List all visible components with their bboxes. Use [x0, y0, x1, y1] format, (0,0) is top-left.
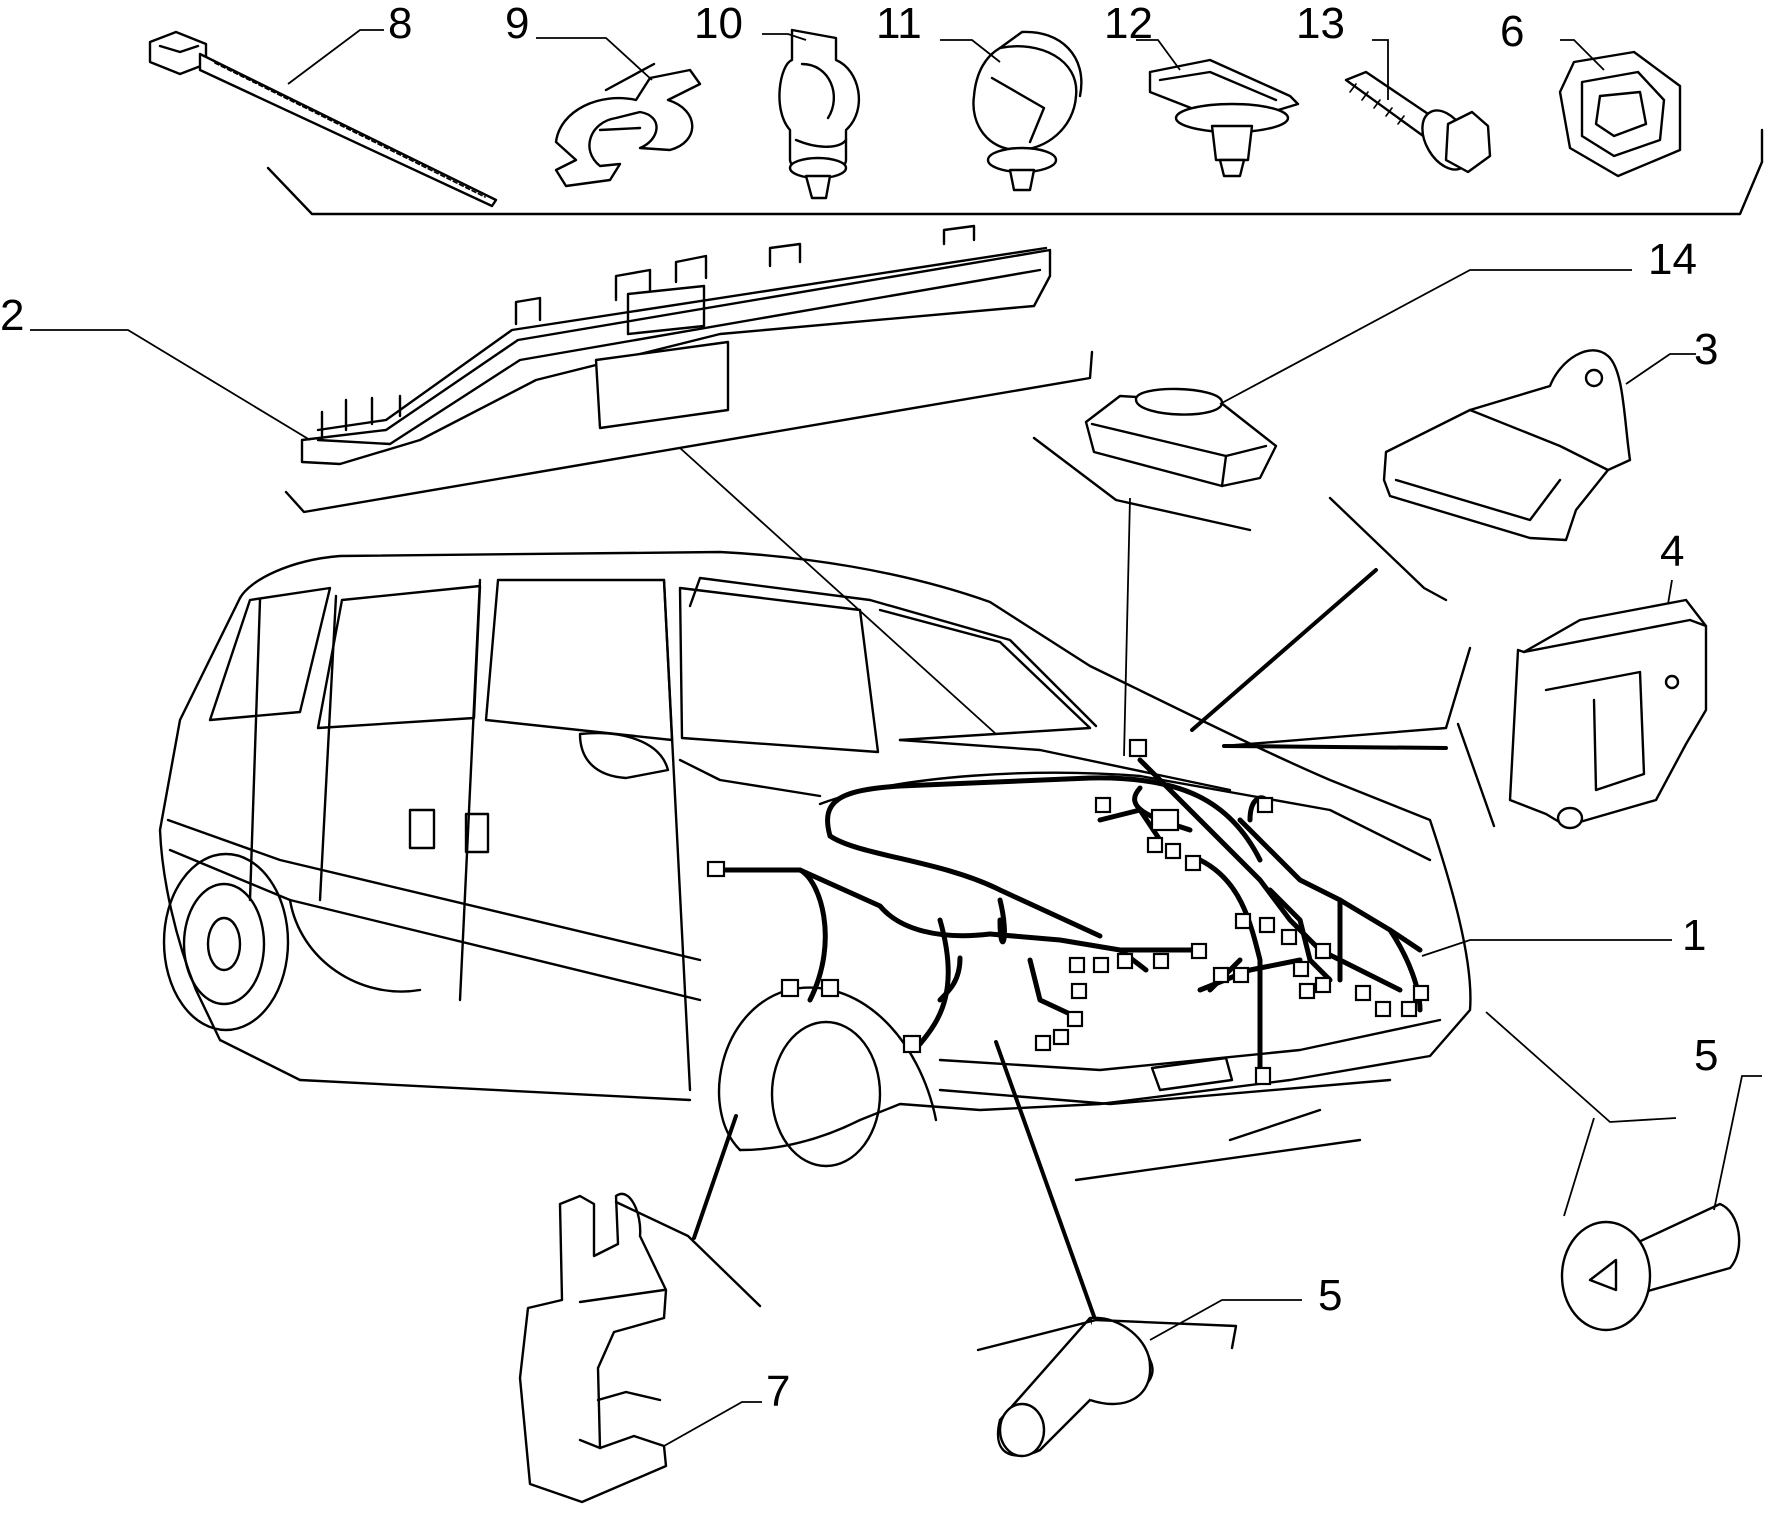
callout-label-9: 9	[505, 0, 529, 48]
part-harness-bracket-7	[518, 1192, 668, 1504]
callout-label-8: 8	[388, 0, 412, 48]
part-harness-clip-11	[972, 30, 1083, 192]
top-parts-group-bracket	[266, 128, 1764, 216]
pointer-leaders	[679, 447, 1677, 1324]
callout-9: 9	[505, 0, 653, 81]
callout-6: 6	[1500, 7, 1605, 71]
callout-2: 2	[0, 291, 311, 441]
callout-label-2: 2	[0, 291, 24, 340]
callout-label-5a: 5	[1694, 1031, 1718, 1080]
callout-14: 14	[1219, 235, 1697, 405]
part-cover-bracket-3	[1382, 349, 1632, 542]
cover-group-bracket	[1222, 646, 1496, 828]
callout-label-13: 13	[1296, 0, 1345, 48]
part-connector-cover-4	[1508, 598, 1708, 830]
wiring-harness	[706, 738, 1430, 1086]
part-control-unit-14	[1084, 387, 1278, 488]
callout-7: 7	[663, 1367, 790, 1447]
part-harness-support-rail-2	[300, 224, 1052, 466]
callout-5-center: 5	[1149, 1271, 1342, 1341]
part-grommet-nut-6	[1558, 50, 1682, 178]
callout-8: 8	[287, 0, 412, 85]
part-double-clip	[554, 62, 702, 188]
callout-label-12: 12	[1104, 0, 1153, 48]
callout-label-10: 10	[694, 0, 743, 48]
callout-label-14: 14	[1648, 235, 1697, 284]
bracket7-group-bracket	[614, 1200, 762, 1308]
callout-11: 11	[876, 0, 1001, 63]
center-plug-group-bracket	[976, 1318, 1238, 1352]
rail-group-bracket	[284, 350, 1094, 514]
callout-5-right: 5	[1694, 1031, 1762, 1211]
callout-4: 4	[1660, 527, 1684, 605]
callout-label-11: 11	[876, 0, 922, 48]
callout-label-6: 6	[1500, 7, 1524, 56]
callout-1: 1	[1421, 911, 1706, 960]
part-fixing-clip-12	[1148, 58, 1300, 178]
callout-label-7: 7	[766, 1367, 790, 1416]
ecu-group-bracket	[1032, 436, 1448, 602]
callout-label-5b: 5	[1318, 1271, 1342, 1320]
part-bolt-13	[1344, 70, 1492, 174]
callout-label-1: 1	[1682, 911, 1706, 960]
part-push-clip-10	[778, 28, 861, 200]
part-cable-tie	[148, 30, 498, 208]
car-body-outline	[158, 550, 1472, 1182]
callout-label-4: 4	[1660, 527, 1684, 576]
callout-12: 12	[1104, 0, 1181, 71]
callout-label-3: 3	[1694, 325, 1718, 374]
callout-3: 3	[1625, 325, 1718, 385]
callout-10: 10	[694, 0, 807, 48]
part-cone-plug-center	[996, 1316, 1154, 1458]
part-cone-plug-right	[1560, 1202, 1741, 1332]
callout-13: 13	[1296, 0, 1389, 100]
